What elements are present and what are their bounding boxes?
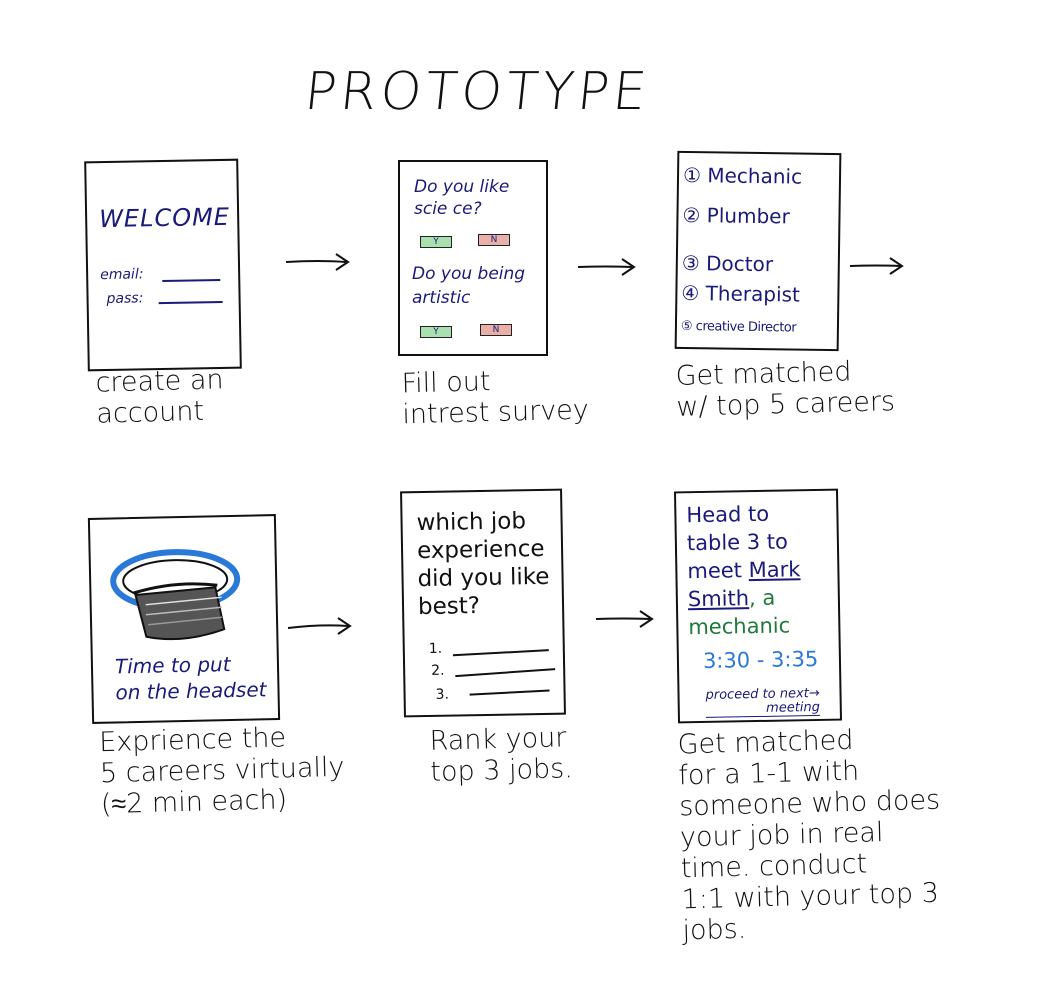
rank-1-field[interactable] (452, 649, 549, 657)
proceed-next-button[interactable]: proceed to next→ meeting (705, 686, 821, 718)
meeting-time: 3:30 - 3:35 (702, 646, 819, 673)
pass-label: pass: (106, 290, 144, 307)
screen-meeting-match: Head to table 3 to meet Mark Smith, a me… (673, 488, 843, 724)
question-line: best? (417, 593, 481, 621)
rank-3-label: 3. (435, 686, 450, 703)
screen-vr-headset: Time to put on the headset (87, 514, 281, 724)
career-item: ⑤ creative Director (680, 318, 797, 336)
q2-line: artistic (412, 288, 471, 308)
vr-headset-icon (110, 549, 241, 641)
contact-role: mechanic (688, 613, 791, 640)
contact-name-first: Mark (748, 557, 801, 583)
name-suffix: , a (748, 585, 776, 611)
meeting-line: meet Mark (687, 557, 800, 583)
yes-button[interactable]: Y (420, 326, 452, 338)
rank-2-field[interactable] (455, 668, 556, 678)
step-2-caption: Fill out intrest survey (401, 364, 590, 431)
caption-line: (≈2 min each) (100, 784, 288, 821)
arrow-2-icon (577, 258, 636, 276)
q1-line: Do you like (414, 177, 510, 197)
career-item: ② Plumber (682, 202, 790, 229)
arrow-1-icon (285, 253, 350, 271)
caption-line: create an (95, 364, 224, 399)
arrow-4-icon (287, 617, 352, 635)
proceed-line: meeting (765, 699, 821, 716)
welcome-heading: WELCOME (98, 202, 231, 234)
step-3-caption: Get matched w/ top 5 careers (675, 355, 895, 423)
step-1-caption: create an account (95, 364, 225, 429)
meeting-line: table 3 to (686, 529, 789, 556)
headset-line: on the headset (115, 677, 267, 705)
email-label: email: (100, 266, 144, 284)
step-4-caption: Exprience the 5 careers virtually (≈2 mi… (99, 721, 346, 820)
rank-1-label: 1. (428, 640, 443, 657)
career-item: ① Mechanic (682, 162, 803, 189)
caption-line: intrest survey (402, 394, 590, 431)
contact-name-last: Smith (687, 586, 750, 612)
screen-interest-survey: Do you like scie ce? Y N Do you being ar… (398, 160, 548, 356)
screen-create-account: WELCOME email: pass: (84, 158, 242, 372)
meeting-line: Head to (686, 501, 770, 528)
screen-top-careers: ① Mechanic ② Plumber ③ Doctor ④ Therapis… (674, 150, 842, 352)
q2-line: Do you being (412, 264, 526, 284)
step-5-caption: Rank your top 3 jobs. (429, 722, 573, 788)
question-line: did you like (417, 563, 550, 593)
arrow-3-icon (849, 257, 904, 275)
headset-instruction: Time to put on the headset (115, 650, 267, 705)
page-title: PROTOTYPE (301, 62, 654, 122)
caption-line: w/ top 5 careers (676, 386, 896, 423)
headset-line: Time to put (114, 652, 231, 679)
survey-question-2: Do you being artistic (412, 262, 525, 310)
pass-field (158, 300, 223, 304)
yes-button[interactable]: Y (420, 236, 452, 248)
question-line: experience (416, 535, 545, 565)
rank-question: which job experience did you like best? (416, 507, 550, 621)
caption-line: Fill out (401, 366, 491, 400)
career-item: ③ Doctor (681, 250, 774, 277)
no-button[interactable]: N (478, 234, 510, 246)
screen-rank-jobs: which job experience did you like best? … (400, 488, 566, 718)
career-item: ④ Therapist (681, 280, 801, 307)
q1-line: scie ce? (414, 199, 482, 219)
meet-prefix: meet (687, 558, 749, 584)
question-line: which job (416, 508, 527, 537)
rank-3-field[interactable] (469, 689, 550, 696)
arrow-5-icon (595, 610, 654, 628)
email-field (162, 279, 221, 282)
survey-question-1: Do you like scie ce? (414, 176, 509, 220)
step-6-caption: Get matched for a 1-1 with someone who d… (677, 723, 944, 947)
caption-line: Rank your (429, 722, 567, 757)
no-button[interactable]: N (480, 324, 512, 336)
caption-line: account (96, 395, 205, 430)
caption-line: 5 careers virtually (99, 751, 345, 790)
caption-line: jobs. (682, 913, 747, 947)
meeting-line: Smith, a (688, 586, 776, 612)
caption-line: top 3 jobs. (430, 753, 574, 788)
rank-2-label: 2. (431, 662, 445, 679)
